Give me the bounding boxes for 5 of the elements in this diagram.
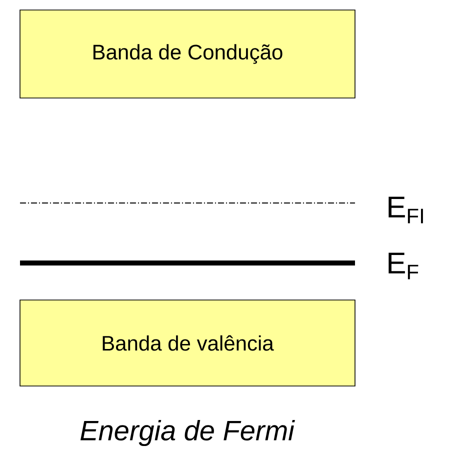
caption: Energia de Fermi	[80, 420, 295, 446]
band-box: Banda de valência	[20, 300, 356, 386]
band-box: Banda de Condução	[20, 10, 356, 98]
level-label: E$_{F}$	[388, 252, 418, 280]
level-label: E$_{FI}$	[388, 196, 423, 224]
